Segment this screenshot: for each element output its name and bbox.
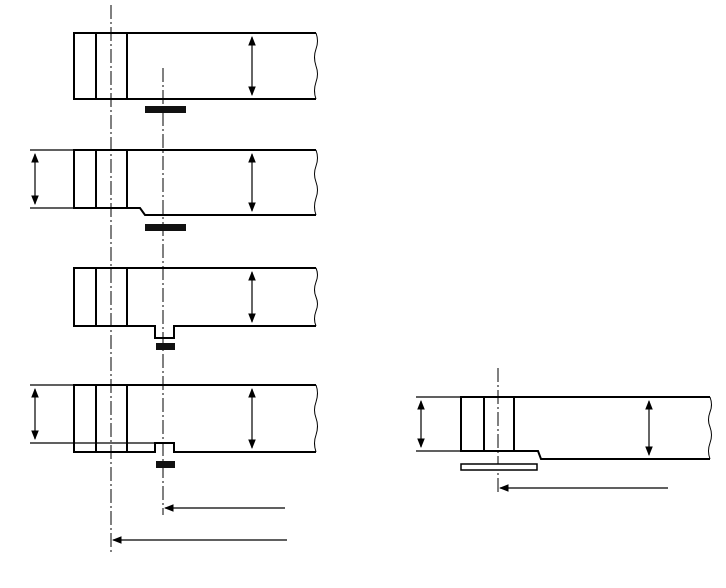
flange-pad bbox=[460, 463, 538, 471]
view-1 bbox=[73, 32, 318, 113]
view-4 bbox=[30, 384, 318, 468]
view-5 bbox=[416, 368, 712, 494]
view-3 bbox=[73, 267, 318, 350]
view-2 bbox=[30, 149, 318, 231]
pad bbox=[156, 343, 175, 350]
pad bbox=[156, 461, 175, 468]
pad bbox=[145, 224, 186, 231]
pad bbox=[145, 106, 186, 113]
